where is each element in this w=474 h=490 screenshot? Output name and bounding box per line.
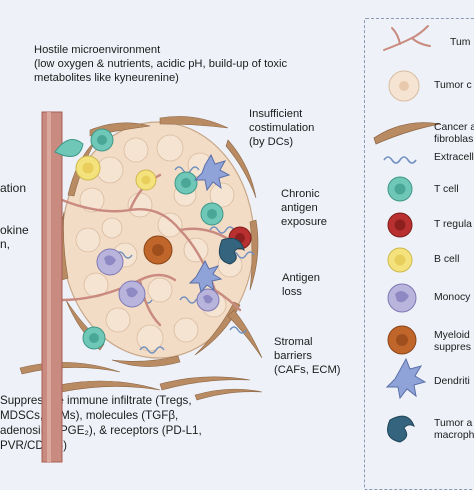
legend-label-caf-1: Cancer a (434, 122, 474, 133)
monocyte-icon (387, 283, 417, 313)
costimulation-label-3: (by DCs) (249, 136, 294, 148)
legend-label-dendritic: Dendriti (434, 376, 470, 387)
hostile-title: Hostile microenvironment (34, 44, 161, 56)
legend-label-vessel: Tum (450, 37, 471, 48)
legend-label-monocyte: Monocy (434, 292, 471, 303)
legend-label-caf-2: fibroblas (434, 134, 474, 145)
chronic-antigen-label-3: exposure (281, 216, 328, 228)
tumor-cell-icon (388, 70, 420, 102)
legend-icons (373, 25, 441, 443)
legend-label-myeloid-1: Myeloid (434, 330, 470, 341)
legend-label-tam-2: macroph (434, 430, 474, 441)
antigen-loss-label-1: Antigen (282, 272, 320, 284)
t-cell-icon (387, 176, 413, 202)
dendritic-cell-icon (385, 357, 427, 400)
tumor-macrophage-icon (387, 415, 415, 443)
left-clipped-label-2: okine (0, 223, 29, 237)
hostile-detail-1: (low oxygen & nutrients, acidic pH, buil… (34, 58, 288, 70)
diagram-canvas: Hostile microenvironment (low oxygen & n… (0, 18, 474, 490)
chronic-antigen-label-2: antigen (281, 202, 318, 214)
left-clipped-label-1: ation (0, 181, 27, 195)
chronic-antigen-label-1: Chronic (281, 188, 320, 200)
tumor-vessel-icon (383, 25, 431, 51)
stromal-label-1: Stromal (274, 336, 313, 348)
main-blood-vessel (41, 111, 63, 463)
costimulation-label-2: costimulation (249, 122, 315, 134)
legend-label-tam-1: Tumor a (434, 418, 473, 429)
legend-label-b-cell: B cell (434, 254, 460, 265)
tumor-illustration (19, 111, 263, 463)
immune-cells (54, 128, 252, 350)
hostile-detail-2: metabolites like kyneurenine) (34, 72, 179, 84)
left-clipped-label-3: n, (0, 237, 11, 251)
legend-label-treg: T regula (434, 219, 472, 230)
b-cell-icon (387, 247, 413, 273)
stromal-label-3: (CAFs, ECM) (274, 364, 341, 376)
antigen-loss-label-2: loss (282, 286, 302, 298)
legend-label-ecm: Extracell (434, 152, 474, 163)
t-regulatory-cell-icon (387, 212, 413, 238)
costimulation-label-1: Insufficient (249, 108, 303, 120)
fibroblast-icon (373, 122, 441, 145)
legend-label-myeloid-2: suppres (434, 342, 471, 353)
stromal-label-2: barriers (274, 350, 312, 362)
legend-label-t-cell: T cell (434, 184, 459, 195)
myeloid-suppressor-icon (387, 325, 417, 355)
extracellular-matrix-icon (383, 156, 417, 164)
legend-label-tumor-cell: Tumor c (434, 80, 472, 91)
